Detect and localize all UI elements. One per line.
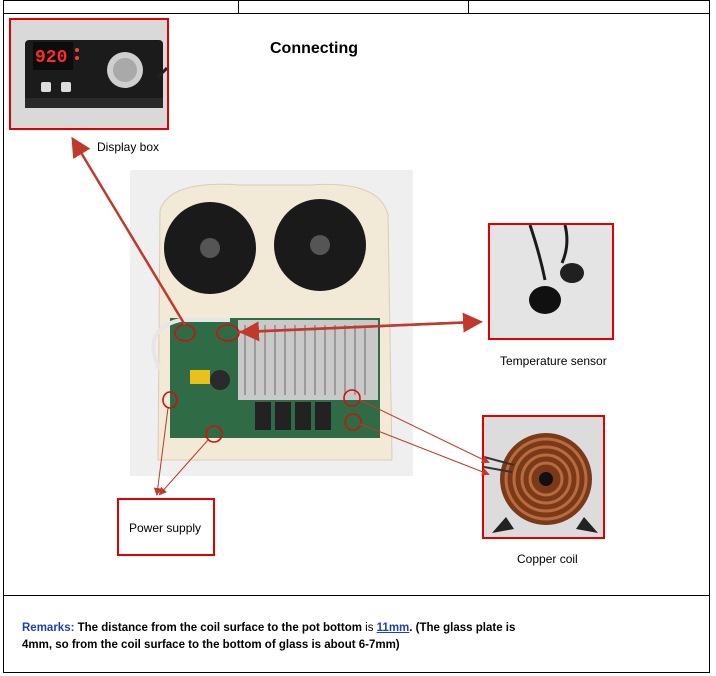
remarks-paragraph: Remarks: The distance from the coil surf… [22, 620, 662, 654]
power-supply-label: Power supply [129, 521, 202, 535]
copper-coil-highlight [482, 415, 605, 539]
temperature-sensor-label: Temperature sensor [500, 354, 607, 368]
power-supply-box [117, 498, 215, 556]
display-box-highlight [9, 18, 169, 130]
page-title: Connecting [270, 40, 358, 57]
connector-circle [162, 391, 178, 409]
remarks-label: Remarks: [22, 622, 75, 634]
copper-coil-photo [484, 417, 603, 537]
remarks-text: The distance from the coil surface to th… [77, 622, 362, 634]
remarks-text-2: . (The glass plate is [409, 622, 516, 634]
remarks-distance-value: 11mm [376, 622, 410, 634]
document-frame [3, 0, 710, 673]
remarks-text-3: 4mm, so from the coil surface to the bot… [22, 639, 400, 651]
temperature-sensor-highlight [488, 223, 614, 340]
induction-board-photo [130, 170, 413, 476]
table-cell-divider [238, 0, 239, 14]
table-cell-divider [468, 0, 469, 14]
connector-circle [174, 324, 196, 342]
arrow-to-power-supply [153, 407, 169, 496]
arrow-back-to-connector [239, 320, 475, 342]
display-box-photo: 920 [11, 20, 167, 128]
connector-circle [344, 413, 362, 431]
table-top-row [3, 0, 710, 14]
temperature-sensor-photo [490, 225, 612, 338]
connector-circle [216, 324, 240, 342]
remarks-is: is [365, 622, 374, 634]
arrow-to-copper-coil [359, 399, 490, 463]
arrow-to-power-supply [158, 439, 209, 496]
arrow-to-display-box [71, 136, 187, 326]
arrow-to-copper-coil [359, 423, 490, 476]
connector-circle [343, 389, 361, 407]
connector-circle [205, 425, 223, 443]
display-box-label: Display box [97, 140, 160, 154]
copper-coil-label: Copper coil [517, 552, 578, 566]
display-readout: 920 [35, 48, 67, 68]
table-row-divider [3, 595, 710, 596]
